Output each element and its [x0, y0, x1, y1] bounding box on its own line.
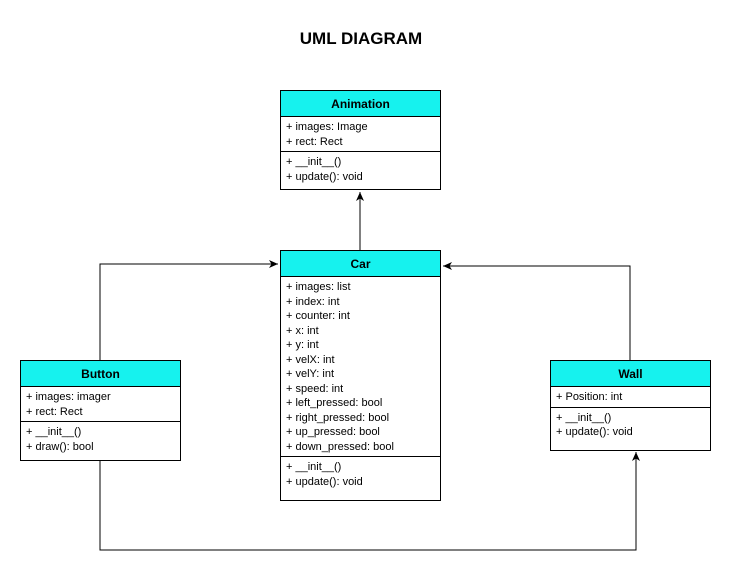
attribute: + x: int — [286, 324, 319, 337]
attributes: + images: list + index: int + counter: i… — [281, 277, 440, 457]
attribute: + index: int — [286, 295, 340, 308]
attribute: + y: int — [286, 339, 319, 351]
attribute: + velY: int — [286, 368, 335, 380]
attributes: + images: imager + rect: Rect — [21, 387, 180, 422]
attribute: + images: imager — [26, 391, 111, 403]
method: + update(): void — [556, 426, 633, 438]
class-name: Button — [21, 361, 180, 387]
edge-button-car — [99, 260, 278, 360]
attributes: + images: Image + rect: Rect — [281, 117, 440, 152]
edge-wall-car — [443, 262, 631, 360]
method: + update(): void — [286, 475, 363, 488]
method: + __init__() — [286, 156, 342, 168]
methods: + __init__() + update(): void — [551, 408, 710, 442]
class-name: Animation — [281, 91, 440, 117]
method: + draw(): bool — [26, 440, 94, 453]
attribute: + left_pressed: bool — [286, 397, 383, 409]
attribute: + velX: int — [286, 353, 335, 366]
attributes: + Position: int — [551, 387, 710, 408]
attribute: + images: Image — [286, 121, 368, 133]
attribute: + speed: int — [286, 382, 344, 395]
attribute: + down_pressed: bool — [286, 440, 394, 453]
class-car[interactable]: Car + images: list + index: int + counte… — [280, 250, 441, 501]
attribute: + Position: int — [556, 391, 623, 403]
methods: + __init__() + update(): void — [281, 152, 440, 186]
class-wall[interactable]: Wall + Position: int + __init__() + upda… — [550, 360, 711, 451]
attribute: + right_pressed: bool — [286, 411, 390, 424]
attribute: + rect: Rect — [286, 135, 343, 148]
attribute: + up_pressed: bool — [286, 426, 380, 438]
diagram-title: UML DIAGRAM — [299, 29, 423, 48]
class-name: Car — [281, 251, 440, 277]
attribute: + images: list — [286, 281, 351, 293]
methods: + __init__() + draw(): bool — [21, 422, 180, 456]
method: + __init__() — [556, 411, 612, 424]
attribute: + rect: Rect — [26, 405, 83, 418]
method: + __init__() — [286, 461, 342, 473]
class-animation[interactable]: Animation + images: Image + rect: Rect +… — [280, 90, 441, 190]
method: + __init__() — [26, 426, 82, 438]
class-button[interactable]: Button + images: imager + rect: Rect + _… — [20, 360, 181, 461]
edge-button-wall — [99, 452, 640, 551]
attribute: + counter: int — [286, 310, 350, 322]
method: + update(): void — [286, 170, 363, 183]
class-name: Wall — [551, 361, 710, 387]
methods: + __init__() + update(): void — [281, 457, 440, 491]
